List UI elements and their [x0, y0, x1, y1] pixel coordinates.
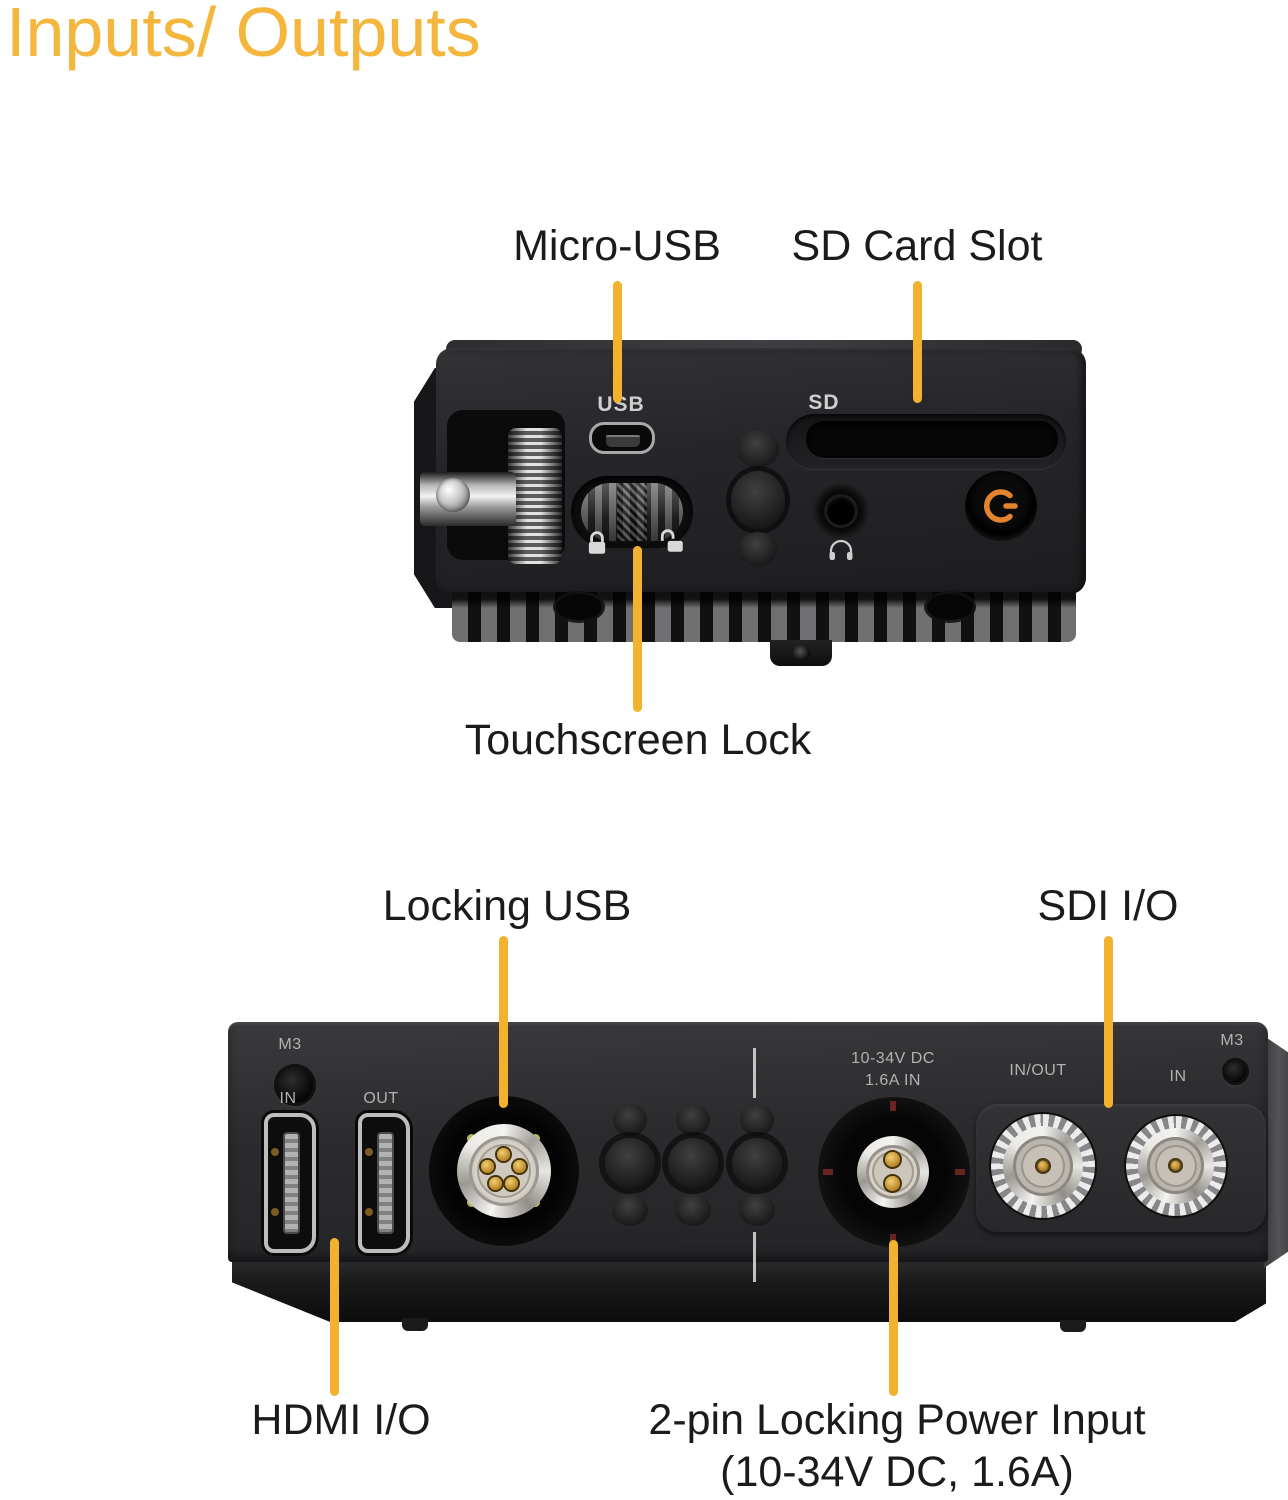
device-bottom-chamfer	[232, 1256, 1266, 1322]
leader-touchscreen-lock	[633, 546, 642, 712]
mount-tab-screw	[792, 645, 810, 661]
power-rating-line1: 10-34V DC	[851, 1050, 935, 1067]
callout-locking-usb: Locking USB	[382, 882, 632, 930]
bnc-in-pin	[1171, 1161, 1180, 1170]
m3-screw-left	[274, 1064, 316, 1106]
device-right-facet	[1264, 1036, 1288, 1268]
leader-sdi-io	[1104, 936, 1113, 1108]
hdmi-contact	[365, 1148, 373, 1156]
micro-usb-tongue	[606, 435, 640, 447]
power-keying-mark	[823, 1169, 833, 1175]
headphone-jack-hole	[827, 497, 855, 525]
leader-power-input	[889, 1240, 898, 1396]
rear-button	[612, 1194, 648, 1226]
hdmi-in-tongue	[283, 1132, 300, 1234]
hdmi-contact	[271, 1208, 279, 1216]
usb-pin	[497, 1148, 510, 1161]
power-button	[965, 471, 1037, 541]
callout-micro-usb: Micro-USB	[513, 222, 721, 270]
rear-button	[668, 1138, 718, 1188]
rear-button	[613, 1104, 647, 1136]
lock-slider-grip	[617, 483, 647, 541]
divider-tick	[753, 1048, 756, 1098]
leader-micro-usb	[613, 281, 622, 403]
rear-button	[739, 1194, 775, 1226]
hdmi-contact	[271, 1148, 279, 1156]
heatsink-fins	[452, 592, 1076, 642]
power-icon	[981, 486, 1021, 531]
rear-button	[732, 1138, 782, 1188]
m3-left-label: M3	[278, 1036, 302, 1053]
heatsink-screw-hole	[556, 594, 602, 620]
usb-pin	[505, 1177, 518, 1190]
m3-screw-right	[1222, 1058, 1249, 1085]
heatsink-screw-hole	[927, 594, 973, 620]
page-title: Inputs/ Outputs	[6, 0, 481, 71]
sdi-inout-label: IN/OUT	[1009, 1062, 1067, 1079]
device-foot	[402, 1318, 428, 1331]
callout-power-input-line2: (10-34V DC, 1.6A)	[720, 1448, 1074, 1496]
power-pin	[885, 1152, 900, 1167]
rear-button	[740, 1104, 774, 1136]
callout-touchscreen-lock: Touchscreen Lock	[464, 716, 812, 764]
rear-button	[676, 1104, 710, 1136]
lock-closed-icon	[586, 531, 608, 562]
power-keying-mark	[890, 1101, 896, 1111]
power-pin	[885, 1176, 900, 1191]
rear-button	[675, 1194, 711, 1226]
hdmi-contact	[365, 1208, 373, 1216]
hdmi-out-tongue	[377, 1132, 394, 1234]
micro-usb-port	[589, 422, 655, 454]
usb-port-label: USB	[597, 393, 645, 416]
usb-pin	[489, 1177, 502, 1190]
sdi-in-label: IN	[1169, 1068, 1187, 1085]
usb-pin	[481, 1160, 494, 1173]
callout-power-input-line1: 2-pin Locking Power Input	[648, 1396, 1146, 1444]
leader-locking-usb	[499, 936, 508, 1108]
usb-pin	[513, 1160, 526, 1173]
callout-sdi-io: SDI I/O	[1037, 882, 1179, 930]
jog-center-button	[731, 471, 785, 529]
sd-slot-label: SD	[808, 391, 840, 414]
leader-sd-card-slot	[913, 281, 922, 403]
device-foot	[1060, 1320, 1086, 1332]
lock-open-icon	[658, 529, 686, 560]
power-rating-line2: 1.6A IN	[865, 1072, 921, 1089]
leader-hdmi-io	[330, 1238, 339, 1396]
power-keying-mark	[955, 1169, 965, 1175]
divider-tick	[753, 1232, 756, 1282]
jog-up-button	[737, 430, 779, 468]
knurled-ring	[508, 428, 562, 564]
headphones-icon	[828, 539, 854, 566]
m3-right-label: M3	[1220, 1032, 1244, 1049]
hdmi-in-label: IN	[279, 1090, 297, 1107]
sd-card-slot-opening	[806, 421, 1058, 458]
knob-screw	[436, 478, 470, 512]
hdmi-out-label: OUT	[363, 1090, 399, 1107]
jog-down-button	[739, 532, 777, 566]
rear-button	[605, 1138, 655, 1188]
callout-sd-card-slot: SD Card Slot	[791, 222, 1043, 270]
bnc-inout-pin	[1038, 1161, 1048, 1171]
callout-hdmi-io: HDMI I/O	[251, 1396, 431, 1444]
power-keying-mark	[890, 1234, 896, 1244]
